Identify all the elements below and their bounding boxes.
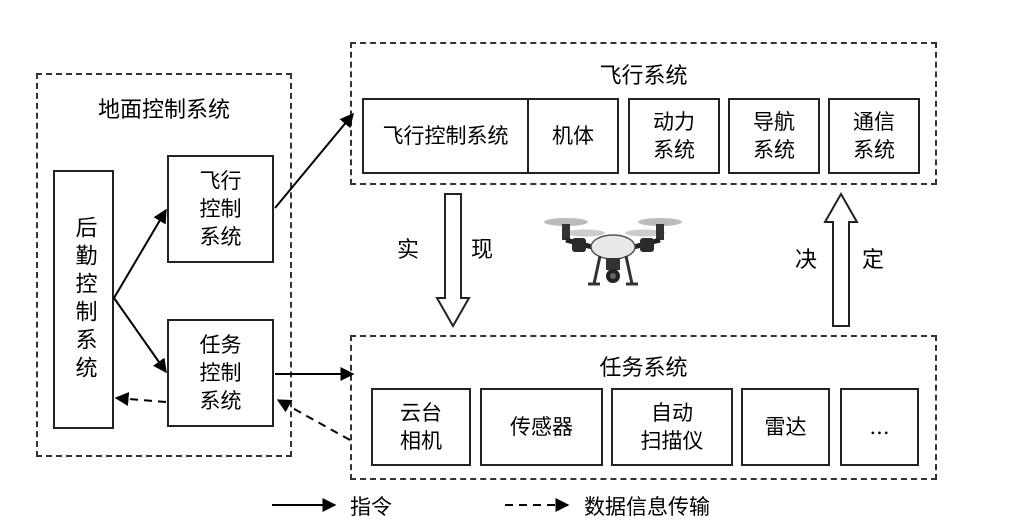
navigation-system-box: 导航 系统 <box>728 98 820 174</box>
power-system-box: 动力 系统 <box>628 98 720 174</box>
realize-label-right: 现 <box>471 238 494 263</box>
mission-control-box: 任务 控制 系统 <box>167 319 274 427</box>
arrow-logistics-to-mission-control <box>113 297 167 374</box>
more-box: ... <box>840 388 919 466</box>
logistics-control-label: 后勤控制系统 <box>71 215 97 384</box>
flight-control-box: 飞行 控制 系统 <box>167 155 274 263</box>
legend-data-transfer-label: 数据信息传输 <box>584 495 710 519</box>
arrow-mission-system-to-mission-control <box>276 399 351 441</box>
decide-label-right: 定 <box>862 248 885 273</box>
decide-label-left: 决 <box>795 248 818 273</box>
logistics-control-box: 后勤控制系统 <box>53 170 114 429</box>
arrow-logistics-to-flight-control <box>113 208 167 299</box>
gimbal-camera-box: 云台 相机 <box>371 388 471 466</box>
flight-controller-box: 飞行控制系统 <box>362 98 529 174</box>
realize-hollow-arrow <box>435 193 471 329</box>
airframe-box: 机体 <box>527 98 619 174</box>
auto-scanner-box: 自动 扫描仪 <box>611 388 733 466</box>
radar-box: 雷达 <box>741 388 830 466</box>
mission-system-title: 任务系统 <box>599 356 688 381</box>
communication-system-box: 通信 系统 <box>828 98 920 174</box>
ground-control-title: 地面控制系统 <box>97 98 230 123</box>
ground-control-group <box>36 73 292 457</box>
flight-system-title: 飞行系统 <box>599 64 688 89</box>
arrow-mission-control-to-logistics <box>114 392 167 406</box>
realize-label-left: 实 <box>397 238 420 263</box>
decide-hollow-arrow <box>823 191 859 327</box>
drone-icon <box>544 218 682 286</box>
sensor-box: 传感器 <box>480 388 603 466</box>
arrow-flight-control-to-flight-system <box>274 112 354 209</box>
legend-command-label: 指令 <box>350 495 392 519</box>
mission-system-group <box>350 335 937 480</box>
